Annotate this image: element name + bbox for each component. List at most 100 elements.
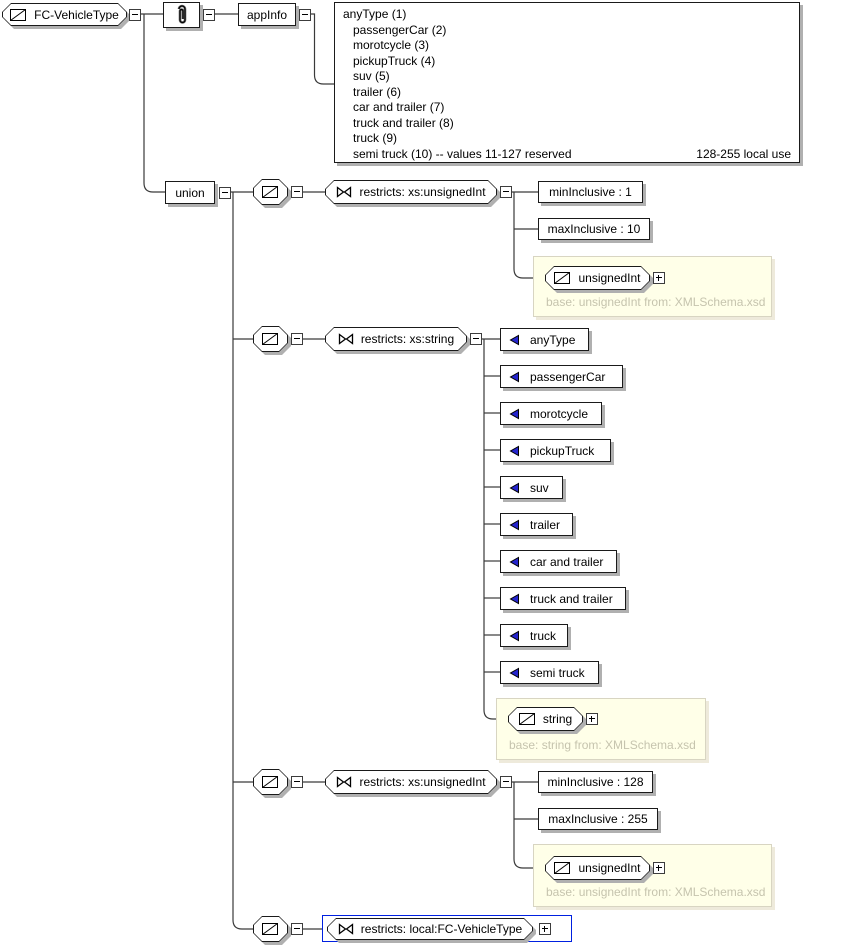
facet-max-inclusive[interactable]: maxInclusive : 255 — [538, 808, 658, 830]
enum-value[interactable]: truck — [500, 624, 568, 647]
base-type-note: base: unsignedInt from: XMLSchema.xsd — [546, 885, 766, 899]
simple-type-node[interactable] — [253, 326, 288, 352]
restriction-label: restricts: local:FC-VehicleType — [360, 922, 523, 936]
enum-value[interactable]: car and trailer — [500, 550, 617, 573]
enum-triangle-icon — [509, 593, 519, 604]
base-type-label: unsignedInt — [578, 861, 641, 875]
simple-type-icon — [554, 272, 571, 284]
appinfo-node[interactable]: appInfo — [238, 3, 296, 26]
appinfo-panel: anyType (1) passengerCar (2) morotcycle … — [334, 2, 800, 163]
enum-label: anyType — [530, 332, 576, 347]
annotation-collapse-toggle[interactable] — [203, 9, 215, 21]
simple-type-node[interactable] — [253, 769, 288, 795]
enum-value[interactable]: pickupTruck — [500, 439, 611, 462]
union-collapse-toggle[interactable] — [219, 187, 231, 199]
restriction-label-row: restricts: local:FC-VehicleType — [327, 918, 533, 940]
simple-type-icon — [10, 8, 27, 21]
base-type-node-unsignedint[interactable]: unsignedInt — [545, 856, 650, 880]
base-type-label-row: unsignedInt — [545, 856, 650, 880]
expand-toggle[interactable] — [653, 272, 665, 284]
enum-value[interactable]: morotcycle — [500, 402, 602, 425]
expand-toggle[interactable] — [586, 713, 598, 725]
root-label: FC-VehicleType — [34, 7, 119, 22]
union-node[interactable]: union — [165, 181, 215, 204]
base-type-note: base: unsignedInt from: XMLSchema.xsd — [546, 295, 766, 309]
enum-value[interactable]: passengerCar — [500, 365, 623, 388]
facet-label: minInclusive : 128 — [547, 775, 644, 789]
collapse-toggle[interactable] — [291, 923, 303, 935]
enum-triangle-icon — [509, 334, 519, 345]
collapse-toggle[interactable] — [470, 333, 482, 345]
restriction-node-string[interactable]: restricts: xs:string — [325, 327, 467, 351]
icon-row — [253, 916, 288, 942]
enum-label: truck — [530, 628, 557, 643]
appinfo-label: appInfo — [246, 7, 288, 22]
base-type-note: base: string from: XMLSchema.xsd — [509, 738, 696, 752]
enum-triangle-icon — [509, 408, 519, 419]
enum-label: suv — [530, 480, 549, 495]
collapse-toggle[interactable] — [291, 186, 303, 198]
enum-triangle-icon — [509, 445, 519, 456]
restriction-label: restricts: xs:unsignedInt — [359, 775, 486, 789]
facet-min-inclusive[interactable]: minInclusive : 128 — [538, 771, 653, 793]
appinfo-line: suv (5) — [353, 69, 390, 83]
expand-toggle[interactable] — [653, 862, 665, 874]
restriction-bowtie-icon — [337, 776, 352, 788]
restriction-node-uint-low[interactable]: restricts: xs:unsignedInt — [325, 180, 497, 204]
facet-min-inclusive[interactable]: minInclusive : 1 — [538, 181, 643, 203]
restriction-label: restricts: xs:string — [360, 332, 455, 346]
restriction-bowtie-icon — [338, 333, 353, 345]
simple-type-node[interactable] — [253, 179, 288, 205]
enum-value[interactable]: trailer — [500, 513, 573, 536]
icon-row — [253, 769, 288, 795]
facet-max-inclusive[interactable]: maxInclusive : 10 — [538, 218, 650, 240]
shape-fill — [326, 181, 496, 203]
appinfo-line: morotcycle (3) — [353, 38, 430, 52]
appinfo-collapse-toggle[interactable] — [299, 9, 311, 21]
expand-toggle[interactable] — [539, 923, 551, 935]
shape-fill — [328, 919, 532, 939]
appinfo-right-note: 128-255 local use — [696, 146, 791, 161]
enum-triangle-icon — [509, 371, 519, 382]
base-type-node-unsignedint[interactable]: unsignedInt — [545, 266, 650, 290]
restriction-label: restricts: xs:unsignedInt — [359, 185, 486, 199]
enum-value[interactable]: suv — [500, 476, 563, 499]
enum-label: passengerCar — [530, 369, 606, 384]
restriction-label-row: restricts: xs:string — [325, 327, 467, 351]
simple-type-icon — [262, 923, 278, 935]
shape-fill — [546, 267, 649, 289]
facet-label: maxInclusive : 10 — [547, 222, 641, 236]
restriction-node-local[interactable]: restricts: local:FC-VehicleType — [327, 918, 533, 940]
appinfo-line: anyType (1) — [343, 7, 407, 21]
enum-label: car and trailer — [530, 554, 604, 569]
appinfo-line: truck and trailer (8) — [353, 115, 454, 130]
union-label: union — [175, 185, 205, 200]
base-type-label-row: unsignedInt — [545, 266, 650, 290]
base-type-box-uint-high: base: unsignedInt from: XMLSchema.xsd — [533, 844, 772, 907]
appinfo-line: trailer (6) — [353, 84, 402, 99]
simple-type-icon — [554, 862, 571, 874]
collapse-toggle[interactable] — [500, 776, 512, 788]
annotation-node[interactable] — [163, 2, 200, 28]
appinfo-line: pickupTruck (4) — [353, 53, 436, 68]
enum-label: semi truck — [530, 665, 585, 680]
simple-type-icon — [262, 776, 278, 788]
root-collapse-toggle[interactable] — [129, 9, 141, 21]
collapse-toggle[interactable] — [500, 186, 512, 198]
appinfo-line: semi truck (10) -- values 11-127 reserve… — [353, 146, 572, 161]
simple-type-node[interactable] — [253, 916, 288, 942]
enum-label: trailer — [530, 517, 561, 532]
appinfo-last-line: semi truck (10) -- values 11-127 reserve… — [343, 147, 791, 163]
root-node[interactable]: FC-VehicleType — [2, 3, 127, 26]
enum-value[interactable]: semi truck — [500, 661, 599, 684]
enum-label: pickupTruck — [530, 443, 595, 458]
restriction-node-uint-high[interactable]: restricts: xs:unsignedInt — [325, 770, 497, 794]
enum-value[interactable]: anyType — [500, 328, 589, 351]
base-type-node-string[interactable]: string — [508, 707, 583, 731]
enum-value[interactable]: truck and trailer — [500, 587, 626, 610]
simple-type-icon — [262, 186, 278, 198]
collapse-toggle[interactable] — [291, 776, 303, 788]
collapse-toggle[interactable] — [291, 333, 303, 345]
